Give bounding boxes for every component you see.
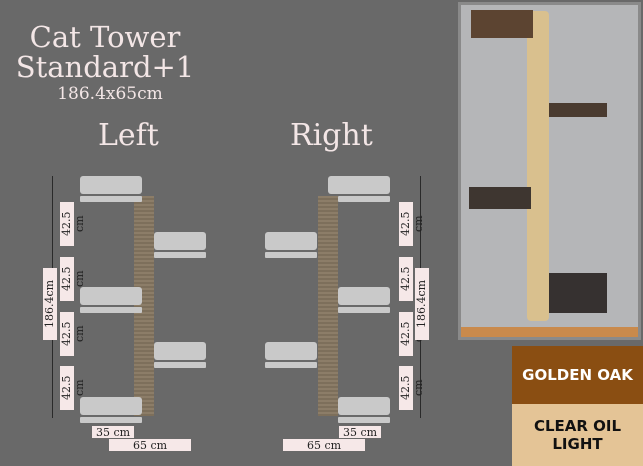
- total-width-label: 65 cm: [109, 439, 191, 452]
- left-diagram-label: Left: [98, 118, 159, 153]
- section-height-label: 42.5 cm: [60, 257, 86, 301]
- shelf: [265, 342, 317, 360]
- shelf-photo: [469, 187, 531, 209]
- shelf: [80, 287, 142, 305]
- swatch-clear-oil-light[interactable]: CLEAR OIL LIGHT: [512, 404, 643, 466]
- shelf-board: [154, 362, 206, 368]
- shelf-board: [80, 417, 142, 423]
- shelf: [80, 397, 142, 415]
- product-title-line1: Cat Tower: [29, 20, 181, 54]
- shelf: [338, 287, 390, 305]
- swatch-golden-oak[interactable]: GOLDEN OAK: [512, 346, 643, 404]
- scratching-post: [134, 196, 154, 416]
- shelf-width-label: 35 cm: [92, 426, 134, 439]
- shelf: [80, 176, 142, 194]
- shelf-board: [265, 362, 317, 368]
- total-height-label: 186.4cm: [43, 268, 57, 340]
- shelf-board: [80, 307, 142, 313]
- section-height-label: 42.5 cm: [399, 257, 425, 301]
- shelf: [265, 232, 317, 250]
- sisal-post: [527, 11, 549, 321]
- shelf-board: [80, 196, 142, 202]
- shelf-photo: [549, 103, 607, 117]
- shelf-photo: [549, 273, 607, 313]
- product-dimensions: 186.4x65cm: [57, 84, 163, 104]
- scratching-post: [318, 196, 338, 416]
- shelf-board: [338, 196, 390, 202]
- product-photo: [458, 2, 641, 340]
- shelf-width-label: 35 cm: [339, 426, 381, 439]
- shelf-board: [338, 307, 390, 313]
- shelf: [154, 342, 206, 360]
- section-height-label: 42.5 cm: [399, 312, 425, 356]
- shelf: [338, 397, 390, 415]
- section-height-label: 42.5 cm: [60, 202, 86, 246]
- total-height-label: 186.4cm: [415, 268, 429, 340]
- right-diagram-label: Right: [290, 118, 373, 153]
- section-height-label: 42.5 cm: [60, 312, 86, 356]
- shelf-board: [265, 252, 317, 258]
- section-height-label: 42.5 cm: [60, 366, 86, 410]
- shelf-photo: [471, 10, 533, 38]
- shelf: [328, 176, 390, 194]
- floor: [461, 327, 638, 337]
- shelf-board: [154, 252, 206, 258]
- section-height-label: 42.5 cm: [399, 366, 425, 410]
- total-width-label: 65 cm: [283, 439, 365, 452]
- shelf-board: [338, 417, 390, 423]
- product-title-line2: Standard+1: [15, 50, 195, 84]
- shelf: [154, 232, 206, 250]
- section-height-label: 42.5 cm: [399, 202, 425, 246]
